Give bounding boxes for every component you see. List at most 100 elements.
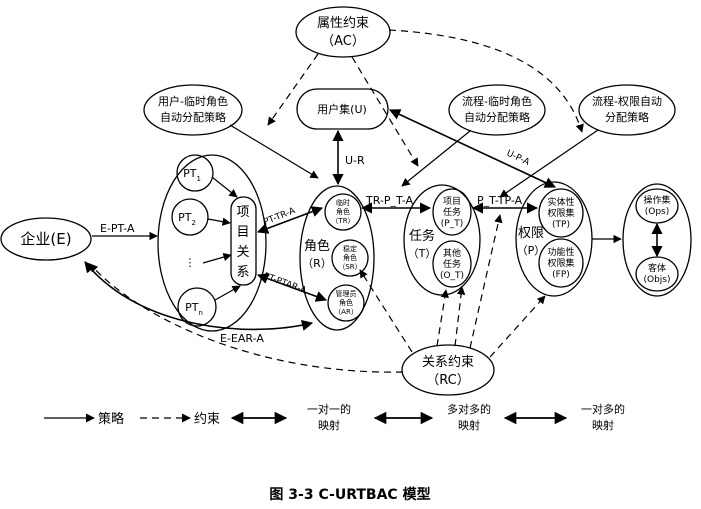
ac-to-temp-role-dashed bbox=[351, 56, 419, 167]
policy-process-temp-arrow bbox=[401, 130, 471, 187]
entity-perm-l2: 权限集 bbox=[547, 207, 574, 219]
func-perm-l3: (FP) bbox=[552, 270, 570, 280]
rc-to-enterprise-dashed bbox=[89, 263, 404, 373]
ops-l1: 操作集 bbox=[643, 194, 670, 206]
user-set-node bbox=[296, 88, 389, 130]
role-line1: 角色 bbox=[304, 238, 330, 254]
func-perm-l1: 功能性 bbox=[547, 246, 574, 258]
user-temp-policy-node bbox=[143, 84, 243, 136]
project-task-node bbox=[432, 188, 472, 236]
rel-constraint-node bbox=[401, 344, 495, 396]
ops-objs-container bbox=[622, 183, 692, 297]
edge-u-p-a bbox=[388, 109, 557, 188]
pt2-label: PT2 bbox=[178, 211, 196, 227]
pt2-main: PT bbox=[178, 211, 192, 224]
rc-to-task-dashed bbox=[436, 289, 449, 347]
enterprise-node bbox=[0, 217, 92, 261]
legend-one-to-one-l1: 一对一的 bbox=[307, 402, 351, 416]
edge-label-e-pt-a: E-PT-A bbox=[100, 222, 135, 235]
figure-caption: 图 3-3 C-URTBAC 模型 bbox=[269, 486, 430, 503]
entity-perm-node bbox=[538, 188, 584, 238]
edge-label-u-r: U-R bbox=[345, 154, 365, 167]
process-temp-policy-line1: 流程-临时角色 bbox=[462, 94, 532, 108]
project-relation-c2: 目 bbox=[236, 225, 249, 240]
user-set-label: 用户集(U) bbox=[317, 102, 367, 116]
pt1-node bbox=[176, 154, 214, 192]
pt1-sub: 1 bbox=[196, 175, 200, 183]
pt-group-container bbox=[157, 154, 267, 332]
edge-label-tr-p-t-a: TR-P_T-A bbox=[365, 194, 413, 207]
user-temp-policy-line2: 自动分配策略 bbox=[160, 110, 226, 124]
fixed-role-l3: （SR） bbox=[338, 263, 361, 271]
task-line1: 任务 bbox=[409, 228, 435, 244]
func-perm-l2: 权限集 bbox=[547, 257, 574, 269]
admin-role-l1: 管理员 bbox=[336, 289, 357, 298]
other-task-l2: 任务 bbox=[443, 258, 461, 270]
rc-to-perm-dashed bbox=[489, 295, 546, 358]
objs-l1: 客体 bbox=[648, 262, 666, 274]
user-temp-policy-line1: 用户-临时角色 bbox=[158, 94, 228, 108]
other-task-node bbox=[432, 240, 472, 288]
edge-label-p-t-tp-a: P_T-TP-A bbox=[477, 194, 523, 207]
process-temp-policy-line2: 自动分配策略 bbox=[464, 110, 530, 124]
rel-constraint-line2: （RC） bbox=[426, 373, 469, 388]
objs-node bbox=[635, 256, 679, 292]
enterprise-label: 企业(E) bbox=[20, 230, 71, 248]
admin-role-l2: 角色 bbox=[339, 298, 353, 307]
entity-perm-l1: 实体性 bbox=[547, 196, 574, 208]
process-perm-policy-line2: 分配策略 bbox=[605, 110, 649, 124]
admin-role-node bbox=[327, 284, 365, 322]
project-relation-c3: 关 bbox=[236, 245, 249, 260]
pt-dots: ⋮ bbox=[185, 256, 196, 269]
legend-many-to-many-l1: 多对多的 bbox=[447, 402, 491, 416]
fixed-role-l2: 角色 bbox=[343, 253, 357, 262]
pt1-label: PT1 bbox=[183, 167, 201, 183]
process-perm-policy-node bbox=[578, 84, 676, 136]
ptn-label: PTn bbox=[185, 301, 203, 317]
pt1-to-relation-arrow bbox=[211, 176, 238, 198]
ops-node bbox=[635, 188, 679, 224]
fixed-role-l1: 稳定 bbox=[343, 244, 357, 253]
project-relation-c1: 项 bbox=[236, 205, 249, 220]
rc-to-task2-dashed bbox=[454, 286, 466, 347]
legend-constraint-label: 约束 bbox=[194, 412, 220, 427]
temp-role-l3: （TR） bbox=[331, 217, 354, 225]
process-temp-policy-node bbox=[448, 84, 546, 136]
pt2-node bbox=[171, 198, 209, 236]
legend-one-to-one-l2: 映射 bbox=[318, 418, 340, 432]
ac-to-perm-policy-dashed bbox=[388, 29, 584, 133]
other-task-l1: 其他 bbox=[443, 247, 461, 259]
ptdots-to-relation-arrow bbox=[202, 253, 232, 264]
temp-role-l1: 临时 bbox=[336, 198, 350, 207]
project-task-l3: (P_T) bbox=[441, 219, 463, 229]
permission-line1: 权限 bbox=[518, 225, 544, 241]
attr-constraint-line1: 属性约束 bbox=[317, 16, 369, 31]
fixed-role-node bbox=[331, 239, 369, 277]
entity-perm-l3: (TP) bbox=[552, 220, 570, 230]
ptn-main: PT bbox=[185, 301, 199, 314]
admin-role-l3: （AR） bbox=[334, 308, 358, 316]
process-perm-policy-line1: 流程-权限自动 bbox=[592, 94, 662, 108]
rc-to-link-dashed bbox=[469, 214, 503, 349]
pt1-main: PT bbox=[183, 167, 197, 180]
project-task-l2: 任务 bbox=[443, 206, 461, 218]
ptn-to-relation-arrow bbox=[214, 285, 241, 301]
legend-one-to-many-l1: 一对多的 bbox=[581, 402, 625, 416]
edge-pt-tr-a bbox=[256, 206, 324, 234]
edge-label-e-ear-a: E-EAR-A bbox=[220, 332, 264, 345]
func-perm-node bbox=[538, 238, 584, 288]
policy-user-temp-arrow bbox=[229, 124, 319, 179]
temp-role-l2: 角色 bbox=[336, 207, 350, 216]
ops-l2: (Ops) bbox=[645, 207, 670, 217]
other-task-l3: (O_T) bbox=[440, 271, 464, 281]
attr-constraint-line2: （AC） bbox=[321, 34, 365, 49]
legend-policy-label: 策略 bbox=[98, 411, 124, 427]
pt2-to-relation-arrow bbox=[207, 217, 231, 226]
objs-l2: (Objs) bbox=[643, 275, 670, 285]
task-line2: （T） bbox=[408, 247, 437, 260]
rel-constraint-line1: 关系约束 bbox=[422, 355, 474, 370]
ptn-sub: n bbox=[198, 309, 202, 317]
attr-constraint-node bbox=[295, 6, 391, 58]
ac-to-policy-dashed bbox=[267, 53, 319, 126]
